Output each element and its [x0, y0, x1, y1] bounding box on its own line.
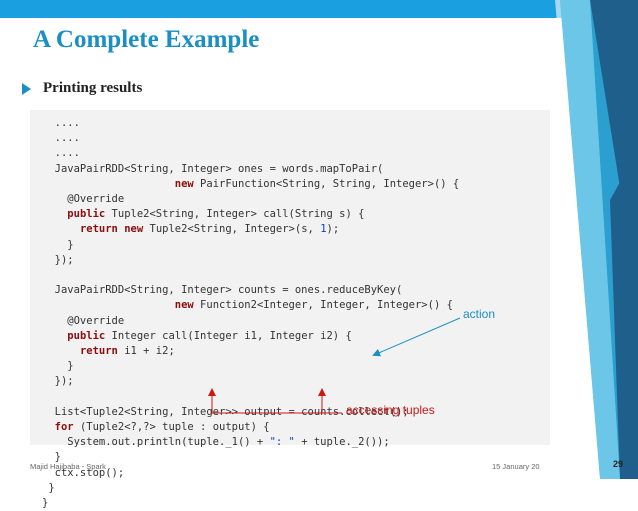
- footer-author: Majid Hajibaba - Spark: [30, 462, 106, 471]
- footer-date: 15 January 20: [492, 462, 540, 471]
- code-line: return new Tuple2<String, Integer>(s, 1)…: [79, 223, 340, 236]
- code-line: new Function2<Integer, Integer, Integer>…: [174, 299, 453, 312]
- action-arrow: [372, 317, 461, 357]
- code-line: }: [42, 497, 49, 510]
- deco-panel-edge: [555, 0, 600, 479]
- code-line: JavaPairRDD<String, Integer> counts = on…: [42, 284, 403, 297]
- tuples-bracket-left: [211, 398, 342, 414]
- top-bar: [0, 0, 638, 18]
- code-line: ....: [42, 147, 80, 160]
- code-line: System.out.println(tuple._1() + ": " + t…: [42, 436, 390, 449]
- code-line: }: [42, 238, 74, 251]
- page-number: 29: [613, 459, 624, 469]
- code-line: @Override: [42, 193, 125, 206]
- code-line: ....: [42, 132, 80, 145]
- code-line: for (Tuple2<?,?> tuple : output) {: [54, 421, 270, 434]
- code-line: public Tuple2<String, Integer> call(Stri…: [67, 208, 365, 221]
- code-line: List<Tuple2<String, Integer>> output = c…: [42, 405, 409, 418]
- right-decoration: [555, 0, 638, 479]
- action-label: action: [463, 307, 496, 321]
- code-line: });: [42, 253, 74, 266]
- bullet-arrow-icon: [22, 82, 31, 95]
- accessing-tuples-label: accessing tuples: [346, 403, 435, 417]
- code-line: return i1 + i2;: [79, 345, 175, 358]
- code-line: ....: [42, 117, 80, 129]
- code-lines: .... .... .... JavaPairRDD<String, Integ…: [42, 116, 459, 511]
- deco-panel-light: [560, 0, 620, 479]
- code-line: }: [42, 451, 61, 464]
- code-line: @Override: [42, 314, 125, 327]
- code-line: });: [42, 375, 74, 388]
- code-block: .... .... .... JavaPairRDD<String, Integ…: [30, 110, 550, 509]
- code-line: }: [42, 481, 55, 494]
- bullet-item: Printing results: [22, 80, 142, 97]
- deco-panel-dark-bottom: [610, 150, 638, 479]
- code-line: }: [42, 360, 74, 373]
- annotation-arrows: [208, 317, 461, 414]
- code-line: ctx.stop();: [42, 466, 125, 479]
- slide-title: A Complete Example: [33, 26, 260, 53]
- bullet-text: Printing results: [43, 80, 143, 96]
- code-line: new PairFunction<String, String, Integer…: [174, 177, 460, 190]
- code-line: JavaPairRDD<String, Integer> ones = word…: [42, 162, 384, 175]
- code-line: public Integer call(Integer i1, Integer …: [67, 329, 352, 342]
